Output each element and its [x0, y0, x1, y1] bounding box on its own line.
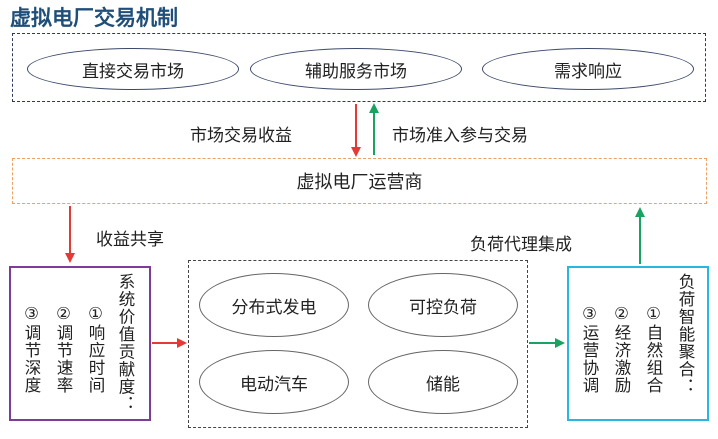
markets-box: [12, 33, 706, 102]
system-value-heading: 系统价值贡献度：: [116, 273, 135, 413]
load-aggregation-item-1: ①自然组合: [644, 304, 663, 394]
system-value-item-2: ②调节速率: [54, 304, 73, 394]
resource-controllable-load: 可控负荷: [368, 273, 518, 337]
operator-box: 虚拟电厂运营商: [12, 158, 707, 204]
resource-energy-storage: 储能: [368, 350, 518, 414]
label-load-aggregation: 负荷代理集成: [470, 235, 572, 255]
resources-box: [188, 260, 528, 428]
load-aggregation-item-3: ③运营协调: [580, 304, 599, 394]
label-revenue-share: 收益共享: [96, 230, 164, 250]
label-market-revenue: 市场交易收益: [190, 126, 292, 146]
resource-distributed-generation: 分布式发电: [199, 273, 349, 337]
page-title: 虚拟电厂交易机制: [10, 6, 178, 30]
system-value-box: [9, 266, 151, 421]
label-market-access: 市场准入参与交易: [392, 126, 528, 146]
load-aggregation-box: [567, 266, 709, 421]
system-value-item-3: ③调节深度: [22, 304, 41, 394]
resource-electric-vehicle: 电动汽车: [199, 350, 349, 414]
market-direct-trade: 直接交易市场: [27, 48, 239, 90]
load-aggregation-heading: 负荷智能聚合：: [676, 273, 695, 396]
system-value-item-1: ①响应时间: [86, 304, 105, 394]
market-demand-response: 需求响应: [482, 48, 694, 90]
market-ancillary-service: 辅助服务市场: [250, 48, 462, 90]
load-aggregation-item-2: ②经济激励: [612, 304, 631, 394]
operator-label: 虚拟电厂运营商: [296, 172, 423, 193]
